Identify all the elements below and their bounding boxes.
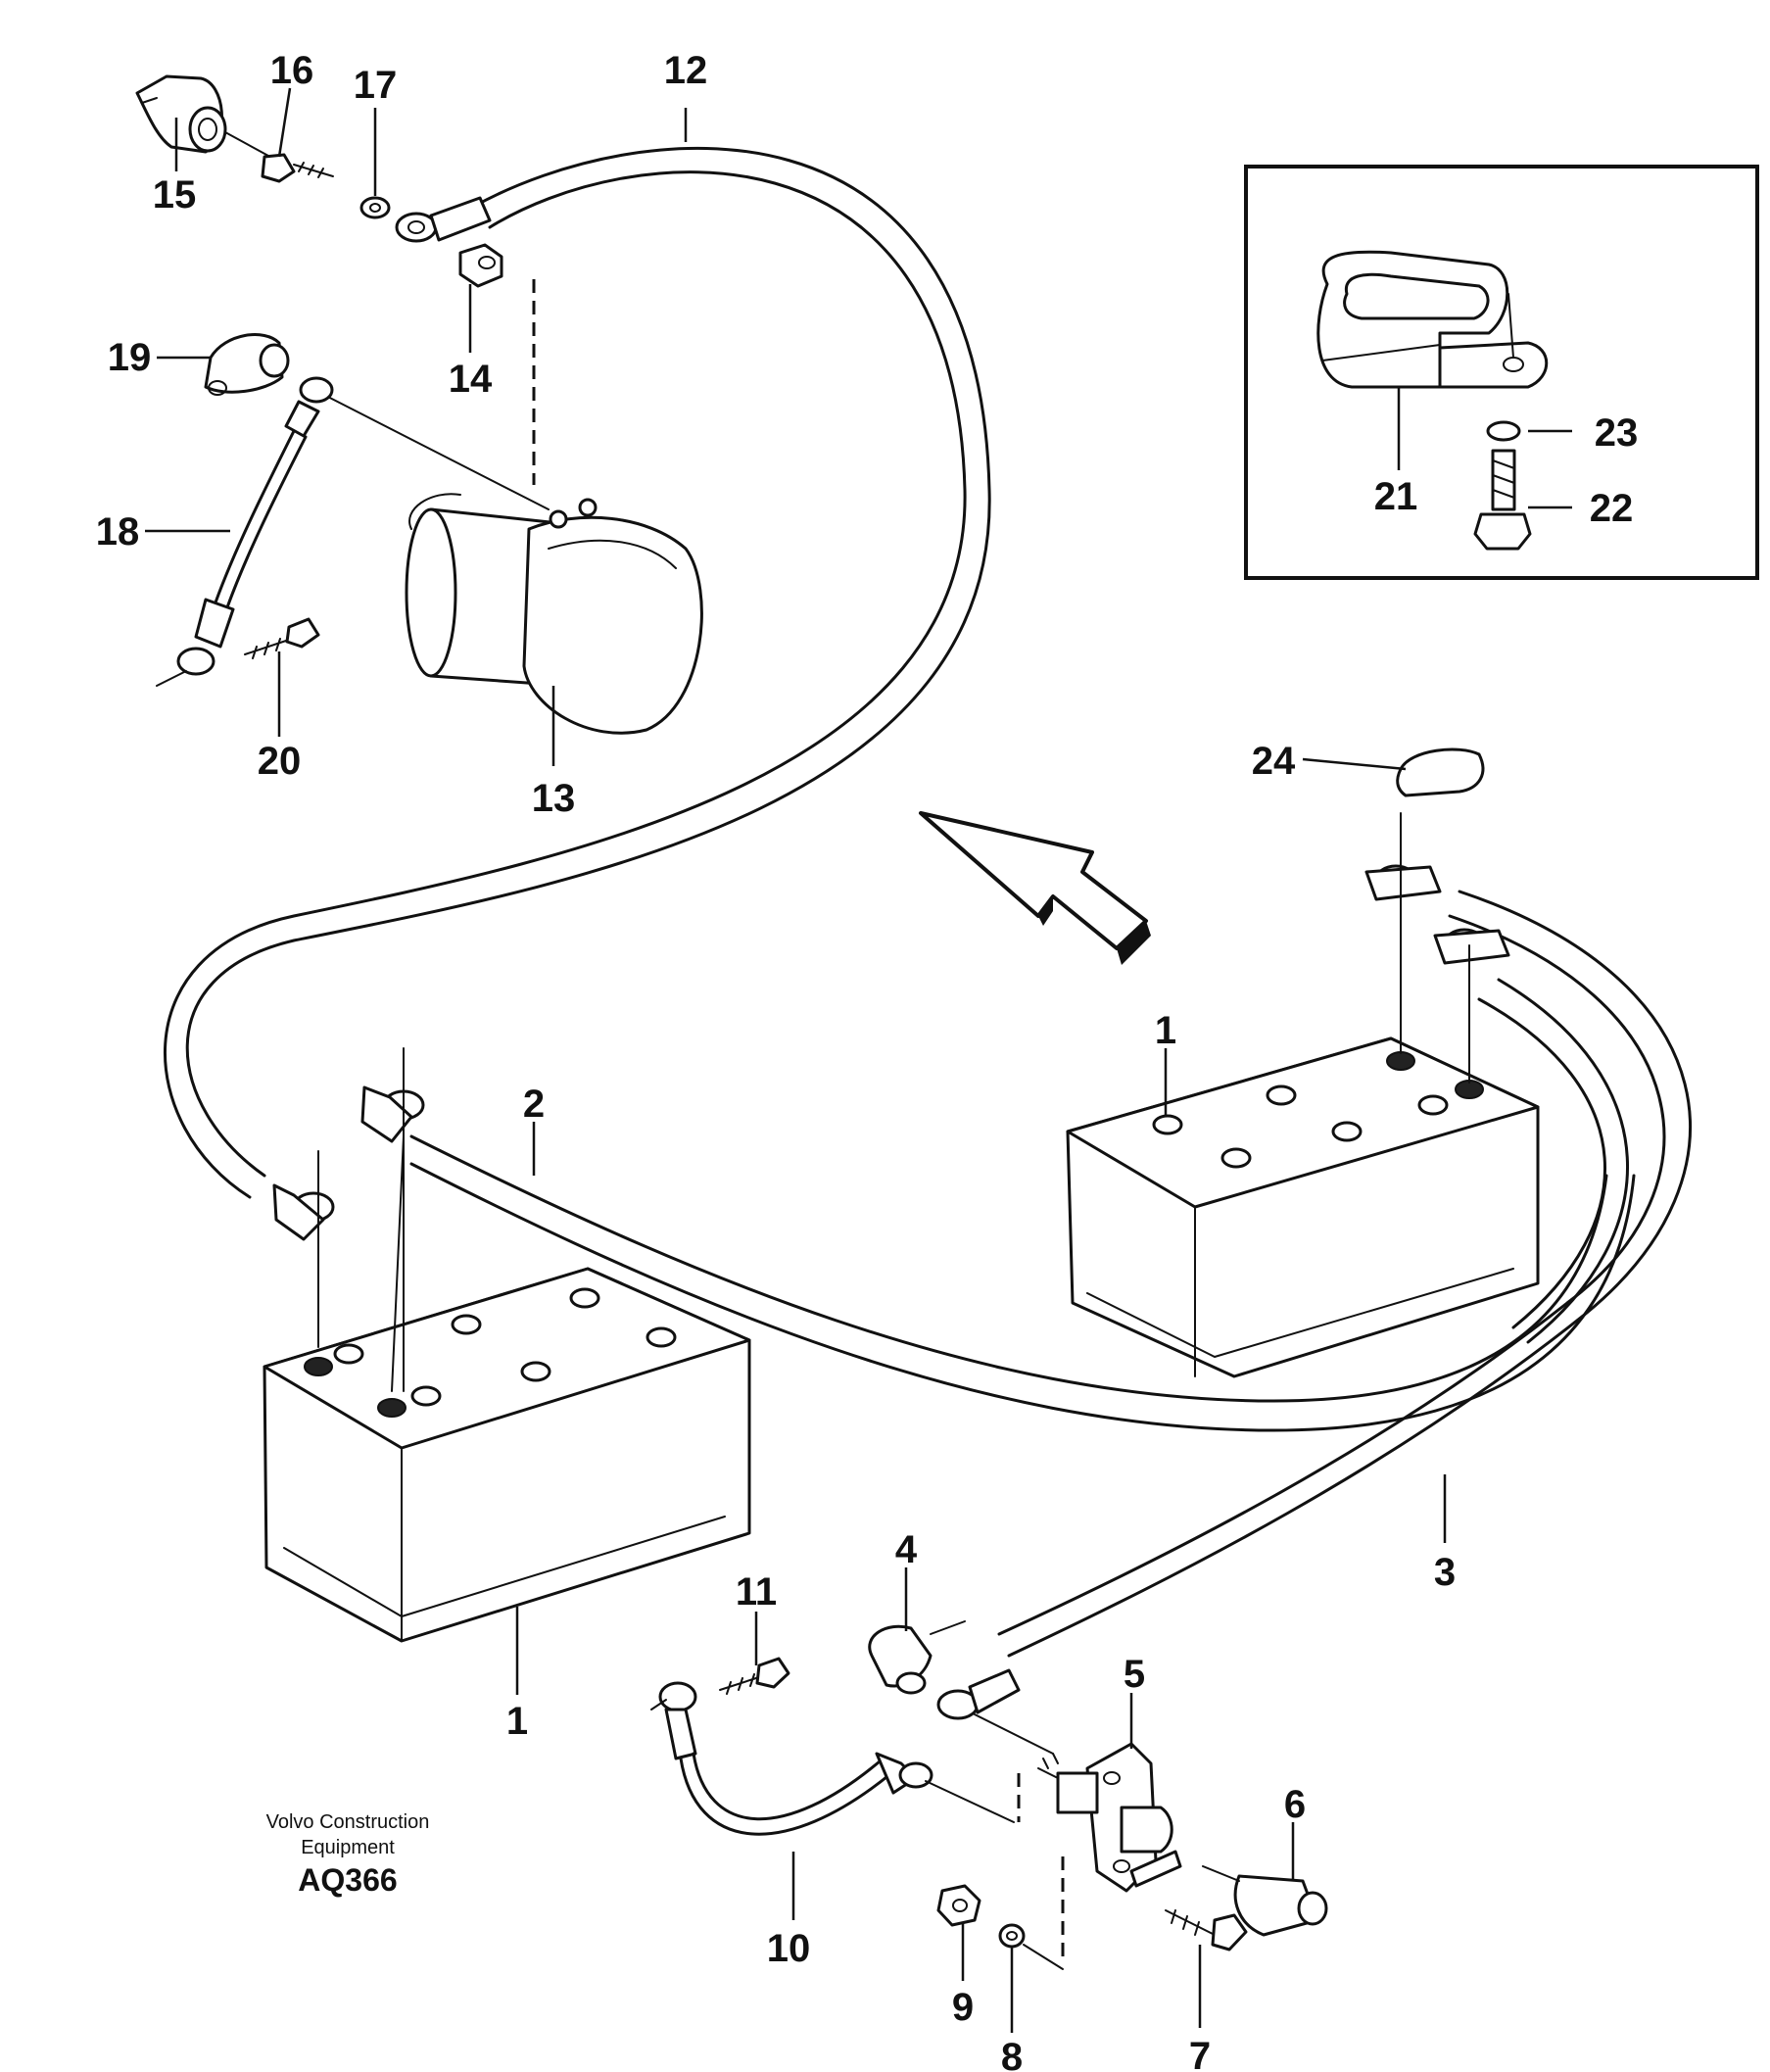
callout-1-right: 1	[1155, 1009, 1176, 1052]
inset-box	[1244, 165, 1759, 580]
washer-8	[998, 1856, 1065, 1970]
callout-9: 9	[952, 1986, 974, 2029]
callout-17: 17	[354, 64, 398, 107]
ground-cable-10	[650, 1681, 1015, 1836]
callout-21: 21	[1374, 475, 1418, 518]
starter-motor	[405, 493, 703, 735]
terminal-cover-19	[204, 333, 290, 396]
screw-16	[261, 153, 334, 183]
battery-left	[263, 1267, 751, 1643]
callout-10: 10	[767, 1927, 811, 1970]
callout-23: 23	[1595, 411, 1639, 455]
callout-1-left: 1	[506, 1700, 528, 1743]
callout-labels: 1 1 2 3 4 5 6 7 8 9 10 11 12 13 14 15 16…	[96, 49, 1639, 2072]
callout-8: 8	[1001, 2036, 1023, 2072]
bolt-11	[719, 1657, 790, 1695]
terminal-cover-15	[135, 74, 227, 154]
caption-code: AQ366	[298, 1862, 397, 1898]
callout-4: 4	[895, 1528, 918, 1571]
callout-3: 3	[1434, 1551, 1456, 1594]
cable-lug-3	[936, 1668, 1021, 1720]
callout-15: 15	[153, 173, 197, 217]
callout-11: 11	[736, 1570, 777, 1614]
callout-2: 2	[523, 1083, 545, 1126]
callout-14: 14	[449, 358, 493, 401]
callout-12: 12	[664, 49, 708, 92]
forward-arrow	[919, 811, 1151, 965]
cable-18	[156, 376, 334, 687]
cable-2	[409, 1134, 1636, 1432]
caption-line-1: Volvo Construction	[266, 1811, 430, 1833]
callout-16: 16	[270, 49, 314, 92]
battery-right	[1066, 1036, 1540, 1378]
callout-20: 20	[258, 740, 302, 783]
isolator-switch-5	[1017, 1742, 1182, 1893]
callout-22: 22	[1590, 487, 1634, 530]
clamp-right-a	[1364, 812, 1442, 1054]
callout-19: 19	[108, 336, 152, 379]
callout-24: 24	[1252, 740, 1296, 783]
cable-12	[163, 146, 991, 1199]
nut-9	[936, 1884, 981, 1927]
caption: Volvo Construction Equipment AQ366	[266, 1811, 430, 1898]
washer-17	[359, 196, 391, 219]
screw-20	[244, 617, 320, 659]
callout-6: 6	[1284, 1783, 1306, 1826]
clamp-left-a	[272, 1150, 335, 1348]
knob-6	[1202, 1865, 1328, 1937]
caption-line-2: Equipment	[301, 1837, 395, 1858]
callout-5: 5	[1124, 1653, 1145, 1696]
nut-14	[458, 243, 503, 288]
cable-3	[997, 890, 1692, 1658]
callout-13: 13	[532, 777, 576, 820]
terminal-cover-4	[868, 1620, 966, 1695]
terminal-cover-24	[1396, 747, 1485, 797]
clamp-right-b	[1433, 928, 1510, 1084]
bolt-7	[1165, 1909, 1248, 1952]
clamp-left-b	[360, 1047, 425, 1392]
callout-18: 18	[96, 510, 140, 554]
cable-lug-12	[395, 196, 492, 243]
leader-lines	[145, 87, 1572, 2033]
callout-7: 7	[1189, 2035, 1211, 2072]
